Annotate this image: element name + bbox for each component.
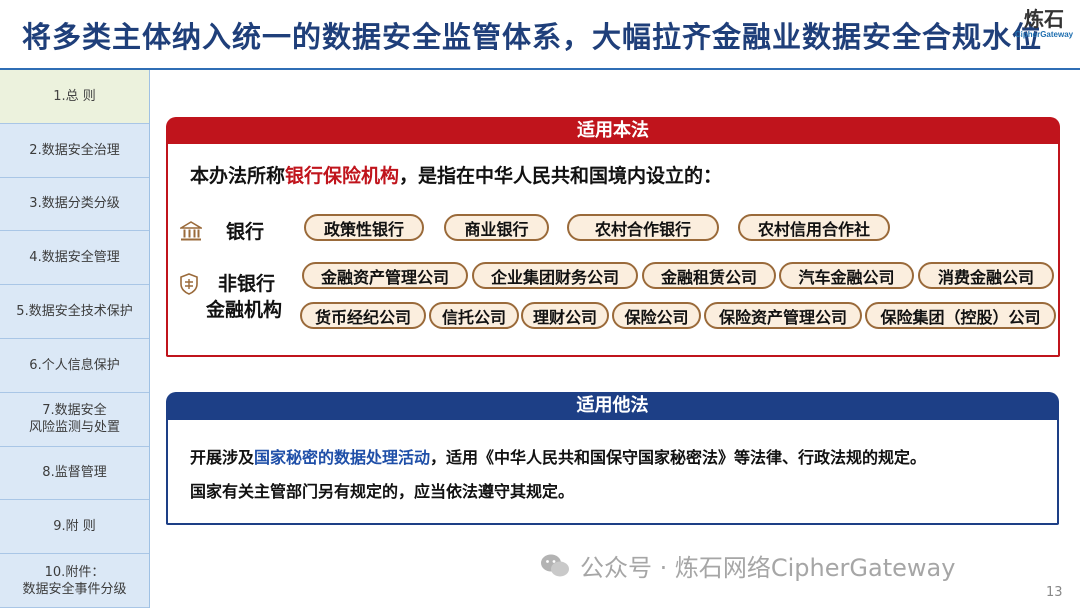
nonbank-item: 消费金融公司 xyxy=(918,262,1054,289)
nonbank-item: 汽车金融公司 xyxy=(779,262,914,289)
intro-prefix: 本办法所称 xyxy=(190,165,286,187)
applicable-law-panel: 适用本法 本办法所称银行保险机构，是指在中华人民共和国境内设立的： 银行 政策性… xyxy=(166,117,1060,357)
nonbank-item: 保险公司 xyxy=(612,302,701,329)
sidebar-item-management[interactable]: 4.数据安全管理 xyxy=(0,231,149,286)
bank-icon xyxy=(180,221,202,241)
page-title: 将多类主体纳入统一的数据安全监管体系，大幅拉齐金融业数据安全合规水位 xyxy=(22,20,1043,54)
applicable-law-header: 适用本法 xyxy=(166,117,1060,144)
other-law-header: 适用他法 xyxy=(166,392,1059,420)
shield-icon xyxy=(180,273,198,295)
nonbank-item: 金融资产管理公司 xyxy=(302,262,468,289)
sidebar-item-governance[interactable]: 2.数据安全治理 xyxy=(0,123,149,178)
sidebar-item-personal-info[interactable]: 6.个人信息保护 xyxy=(0,338,149,393)
sidebar-item-appendix[interactable]: 10.附件： 数据安全事件分级 xyxy=(0,554,149,608)
nonbank-label-line1: 非银行 xyxy=(218,273,276,295)
intro-highlight: 银行保险机构 xyxy=(285,165,400,187)
bank-label: 银行 xyxy=(226,221,265,243)
nonbank-label-line2: 金融机构 xyxy=(206,299,283,321)
sidebar-item-risk-monitoring[interactable]: 7.数据安全 风险监测与处置 xyxy=(0,392,149,447)
watermark-text: 公众号 · 炼石网络CipherGateway xyxy=(580,554,956,582)
title-divider xyxy=(0,68,1080,70)
logo-text-en: CipherGateway xyxy=(1014,30,1074,39)
nonbank-item: 保险集团（控股）公司 xyxy=(865,302,1056,329)
bank-item: 政策性银行 xyxy=(304,214,424,241)
nonbank-item: 保险资产管理公司 xyxy=(704,302,862,329)
line1-suffix: ，适用《中华人民共和国保守国家秘密法》等法律、行政法规的规定。 xyxy=(430,448,927,467)
line1-prefix: 开展涉及 xyxy=(190,448,255,467)
nonbank-item: 企业集团财务公司 xyxy=(472,262,638,289)
company-logo: 炼石 CipherGateway xyxy=(1012,8,1076,39)
line1-highlight: 国家秘密的数据处理活动 xyxy=(254,448,431,467)
other-law-panel: 适用他法 开展涉及国家秘密的数据处理活动，适用《中华人民共和国保守国家秘密法》等… xyxy=(166,392,1059,525)
other-law-line1: 开展涉及国家秘密的数据处理活动，适用《中华人民共和国保守国家秘密法》等法律、行政… xyxy=(190,444,926,468)
page-number: 13 xyxy=(1046,585,1063,600)
other-law-line2: 国家有关主管部门另有规定的，应当依法遵守其规定。 xyxy=(190,482,575,501)
sidebar-item-classification[interactable]: 3.数据分类分级 xyxy=(0,177,149,232)
nonbank-item: 金融租赁公司 xyxy=(642,262,776,289)
bank-item: 农村合作银行 xyxy=(567,214,719,241)
bank-item: 农村信用合作社 xyxy=(738,214,890,241)
footer-watermark: 公众号 · 炼石网络CipherGateway xyxy=(540,548,955,583)
intro-suffix: ，是指在中华人民共和国境内设立的： xyxy=(399,165,723,187)
wechat-icon xyxy=(541,554,569,576)
logo-text-cn: 炼石 xyxy=(1024,7,1064,31)
sidebar-item-tech-protection[interactable]: 5.数据安全技术保护 xyxy=(0,285,149,339)
bank-item: 商业银行 xyxy=(444,214,549,241)
sidebar-item-supervision[interactable]: 8.监督管理 xyxy=(0,446,149,501)
sidebar-item-general[interactable]: 1.总 则 xyxy=(0,70,149,124)
nonbank-item: 货币经纪公司 xyxy=(300,302,426,329)
sidebar-item-supplementary[interactable]: 9.附 则 xyxy=(0,500,149,555)
nonbank-item: 信托公司 xyxy=(429,302,519,329)
nonbank-item: 理财公司 xyxy=(521,302,609,329)
sidebar-nav: 1.总 则 2.数据安全治理 3.数据分类分级 4.数据安全管理 5.数据安全技… xyxy=(0,70,150,608)
applicable-intro: 本办法所称银行保险机构，是指在中华人民共和国境内设立的： xyxy=(190,161,722,188)
